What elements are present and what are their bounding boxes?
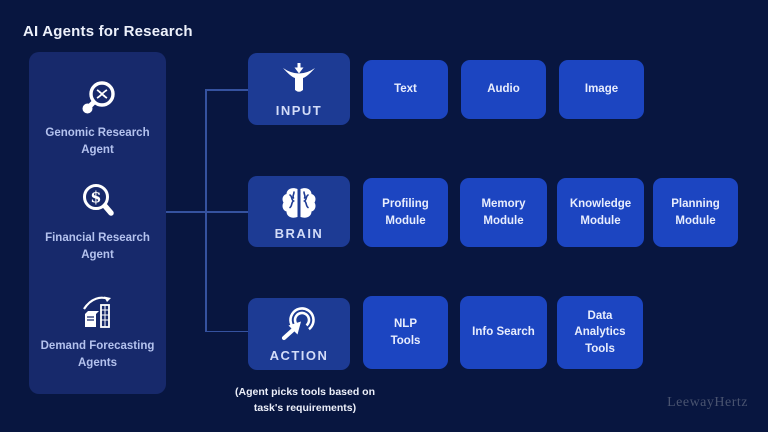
- connector-brain: [166, 211, 248, 213]
- magnifier-dollar-icon: $: [75, 182, 121, 226]
- agent-label: Genomic Research Agent: [45, 127, 150, 156]
- connector-vertical: [205, 89, 207, 332]
- module-image: Image: [559, 60, 644, 119]
- agent-demand-forecasting: Demand Forecasting Agents: [29, 290, 166, 371]
- funnel-input-icon: [279, 60, 319, 100]
- stage-action: ACTION: [248, 298, 350, 370]
- leewayhertz-watermark: LeewayHertz: [667, 395, 748, 410]
- magnifier-dna-icon: [75, 77, 121, 121]
- agent-label: Financial Research Agent: [45, 232, 150, 261]
- connector-input: [205, 89, 248, 91]
- module-audio: Audio: [461, 60, 546, 119]
- page-title: AI Agents for Research: [23, 23, 193, 40]
- module-knowledge: Knowledge Module: [557, 178, 644, 247]
- stage-label: INPUT: [275, 103, 323, 118]
- module-data-analytics: Data Analytics Tools: [557, 296, 643, 369]
- module-info-search: Info Search: [460, 296, 547, 369]
- brain-icon: [277, 183, 321, 223]
- agents-panel: Genomic Research Agent $ Financial Resea…: [29, 52, 166, 394]
- module-text: Text: [363, 60, 448, 119]
- module-memory: Memory Module: [460, 178, 547, 247]
- click-action-icon: [277, 305, 321, 345]
- svg-text:$: $: [90, 188, 101, 207]
- forecast-chart-icon: [75, 290, 121, 334]
- tools-caption: (Agent picks tools based on task's requi…: [234, 386, 376, 415]
- connector-action: [205, 330, 248, 332]
- agent-label: Demand Forecasting Agents: [40, 340, 155, 369]
- stage-label: BRAIN: [274, 225, 324, 241]
- agent-genomic-research: Genomic Research Agent: [29, 77, 166, 158]
- stage-label: ACTION: [269, 348, 329, 363]
- stage-input: INPUT: [248, 53, 350, 125]
- module-profiling: Profiling Module: [363, 178, 448, 247]
- module-planning: Planning Module: [653, 178, 738, 247]
- agent-financial-research: $ Financial Research Agent: [29, 182, 166, 263]
- module-nlp-tools: NLP Tools: [363, 296, 448, 369]
- stage-brain: BRAIN: [248, 176, 350, 247]
